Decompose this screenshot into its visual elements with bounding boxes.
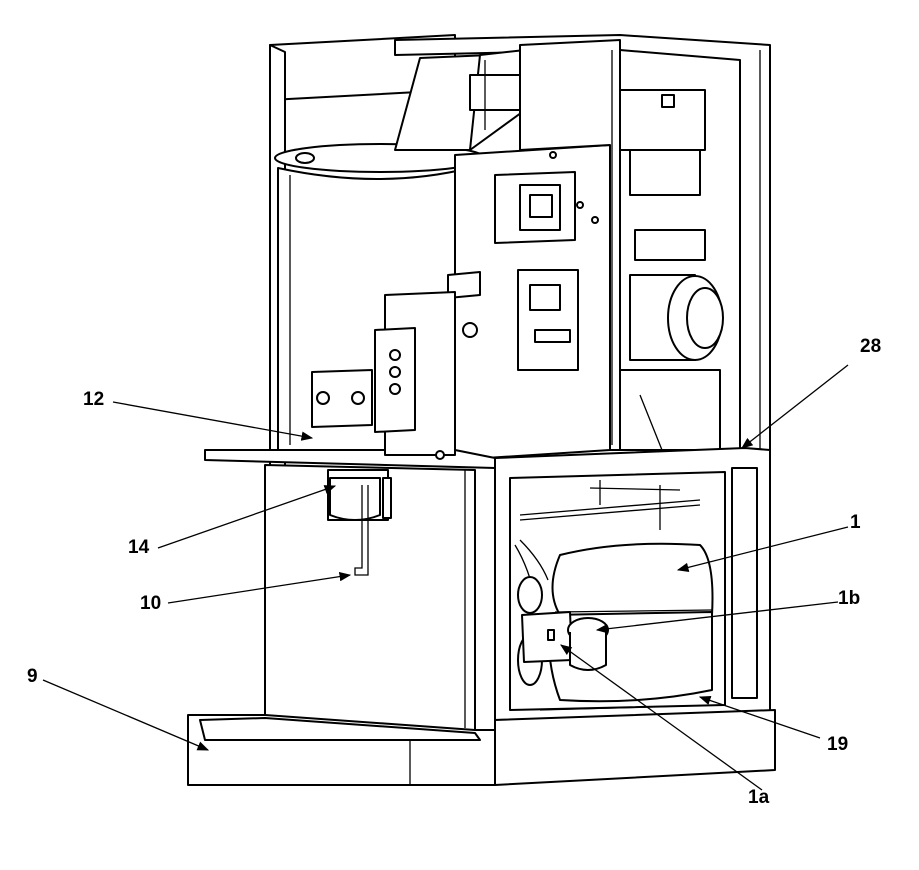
callout-1: 1 bbox=[850, 512, 861, 533]
overload-protector bbox=[567, 617, 609, 671]
drain-spout bbox=[327, 469, 392, 576]
compressor-base bbox=[494, 704, 776, 786]
drip-tray bbox=[187, 714, 496, 786]
callout-1a: 1a bbox=[748, 787, 770, 808]
callout-14: 14 bbox=[128, 537, 150, 558]
callout-12: 12 bbox=[83, 389, 104, 410]
rear-column bbox=[519, 39, 621, 451]
shelf-plate bbox=[204, 291, 496, 469]
refrigerant-lines bbox=[514, 480, 701, 601]
ice-chute bbox=[394, 49, 526, 151]
callout-19: 19 bbox=[827, 734, 848, 755]
start-relay bbox=[521, 611, 573, 663]
fan-motor bbox=[619, 89, 724, 471]
leader-lines bbox=[42, 364, 849, 791]
callout-10: 10 bbox=[140, 593, 161, 614]
control-box bbox=[447, 144, 611, 461]
callout-1b: 1b bbox=[838, 588, 860, 609]
callout-9: 9 bbox=[27, 666, 38, 687]
callout-28: 28 bbox=[860, 336, 881, 357]
